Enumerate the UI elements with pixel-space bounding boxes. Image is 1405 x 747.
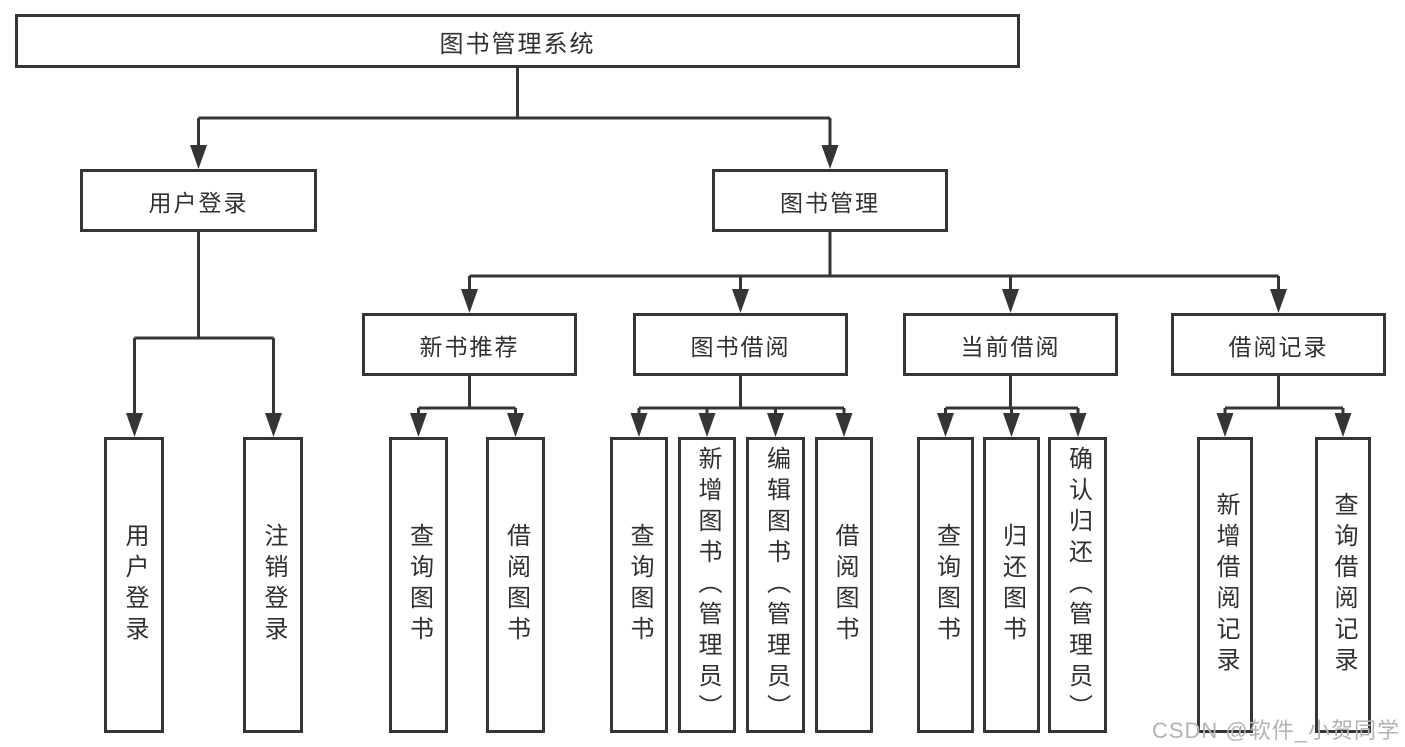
node-book-management-branch: 图书管理	[712, 169, 948, 232]
node-add-books-admin-leaf: 新增图书（管理员）	[678, 437, 736, 733]
node-borrow-books-leaf: 借阅图书	[486, 437, 545, 733]
node-return-books-leaf: 归还图书	[983, 437, 1040, 733]
arrowheads	[126, 145, 1352, 437]
node-user-login-branch: 用户登录	[80, 169, 317, 232]
node-library-management-system: 图书管理系统	[15, 14, 1020, 68]
arrow-icon	[1334, 413, 1352, 437]
node-edit-books-admin-leaf: 编辑图书（管理员）	[746, 437, 805, 733]
connector-book-management-to-level3	[468, 232, 1280, 295]
node-borrow-books-leaf: 借阅图书	[815, 437, 873, 733]
arrow-icon	[698, 413, 716, 437]
node-query-books-leaf: 查询图书	[389, 437, 448, 733]
node-query-books-leaf: 查询图书	[610, 437, 668, 733]
connector-new-book-to-leaves	[417, 376, 517, 419]
connector-book-borrow-to-leaves	[637, 376, 846, 419]
node-query-borrow-record-leaf: 查询借阅记录	[1315, 437, 1371, 733]
connector-root-to-level2	[197, 68, 832, 151]
node-borrowing-records: 借阅记录	[1171, 313, 1386, 376]
node-book-borrowing: 图书借阅	[633, 313, 848, 376]
arrow-icon	[190, 145, 207, 169]
arrow-icon	[732, 289, 749, 313]
arrow-icon	[1069, 413, 1087, 437]
connector-current-borrow-to-leaves	[944, 376, 1080, 419]
arrow-icon	[835, 413, 853, 437]
arrow-icon	[1216, 413, 1234, 437]
arrow-icon	[630, 413, 648, 437]
node-user-login-leaf: 用户登录	[104, 437, 164, 733]
arrow-icon	[126, 413, 143, 437]
node-confirm-return-admin-leaf: 确认归还（管理员）	[1048, 437, 1107, 733]
arrow-icon	[1002, 289, 1019, 313]
node-query-books-leaf: 查询图书	[917, 437, 974, 733]
arrow-icon	[507, 413, 524, 437]
arrow-icon	[1003, 413, 1020, 437]
arrow-icon	[410, 413, 427, 437]
connector-user-login-to-leaves	[133, 232, 275, 419]
arrow-icon	[265, 413, 282, 437]
node-current-borrowing: 当前借阅	[903, 313, 1118, 376]
node-new-book-recommendation: 新书推荐	[362, 313, 577, 376]
node-logout-leaf: 注销登录	[243, 437, 303, 733]
arrow-icon	[937, 413, 954, 437]
arrow-icon	[821, 145, 839, 169]
node-add-borrow-record-leaf: 新增借阅记录	[1197, 437, 1253, 733]
arrow-icon	[1270, 289, 1287, 313]
connector-borrow-records-to-leaves	[1223, 376, 1345, 419]
arrow-icon	[767, 413, 784, 437]
arrow-icon	[461, 289, 478, 313]
csdn-watermark: CSDN @软件_小贺同学	[1151, 718, 1400, 743]
